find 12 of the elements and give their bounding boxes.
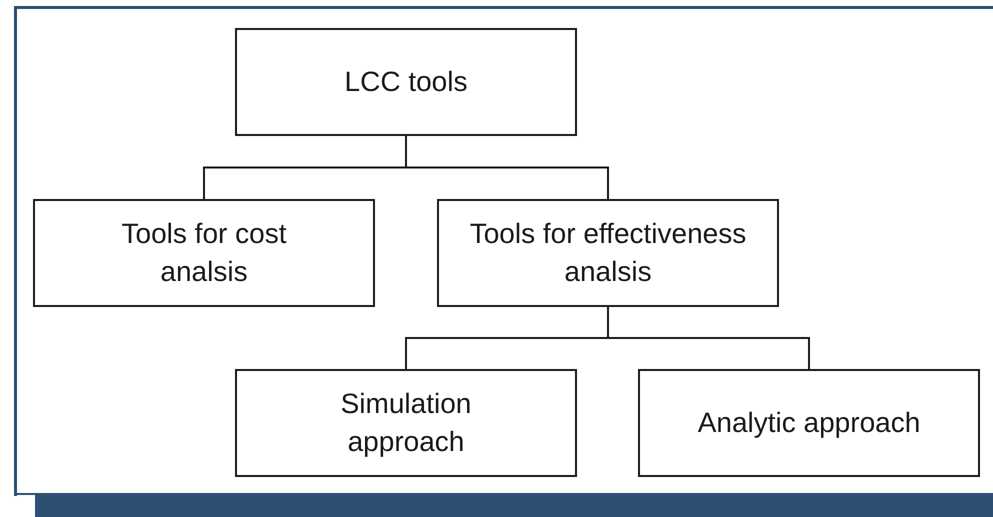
box-label: LCC tools [344,65,468,99]
box [235,28,577,136]
connector-line [405,136,609,199]
connector-line [607,307,810,369]
box-label: Simulation approach [340,387,472,459]
box-label: Analytic approach [698,406,920,440]
box [33,199,375,307]
box [638,369,980,477]
box [437,199,779,307]
box [235,369,577,477]
box-label: Tools for cost analsis [120,217,288,289]
box-label: Tools for effectiveness analsis [468,217,748,289]
